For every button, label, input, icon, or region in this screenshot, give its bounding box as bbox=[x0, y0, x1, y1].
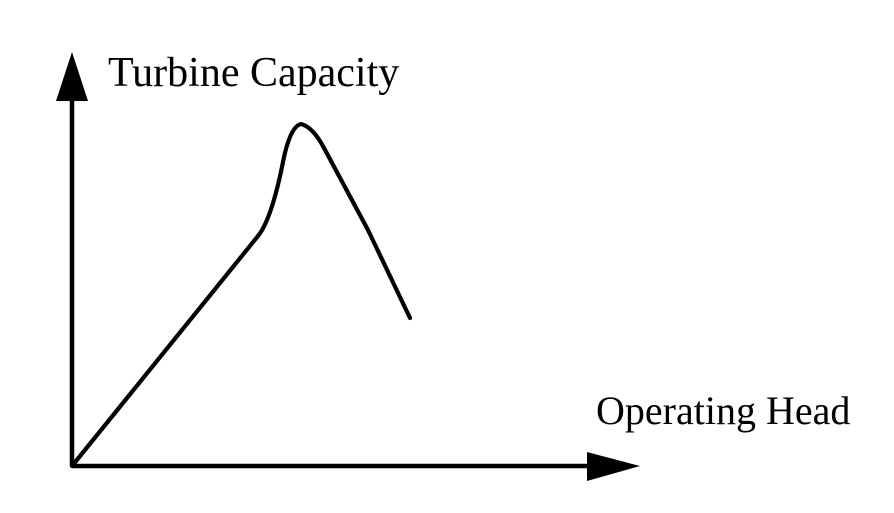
x-axis-title: Operating Head bbox=[596, 388, 851, 433]
turbine-capacity-curve bbox=[69, 121, 413, 469]
y-axis-arrowhead-icon bbox=[56, 52, 88, 101]
x-axis-arrowhead-icon bbox=[587, 452, 640, 481]
y-axis-title: Turbine Capacity bbox=[108, 50, 400, 96]
